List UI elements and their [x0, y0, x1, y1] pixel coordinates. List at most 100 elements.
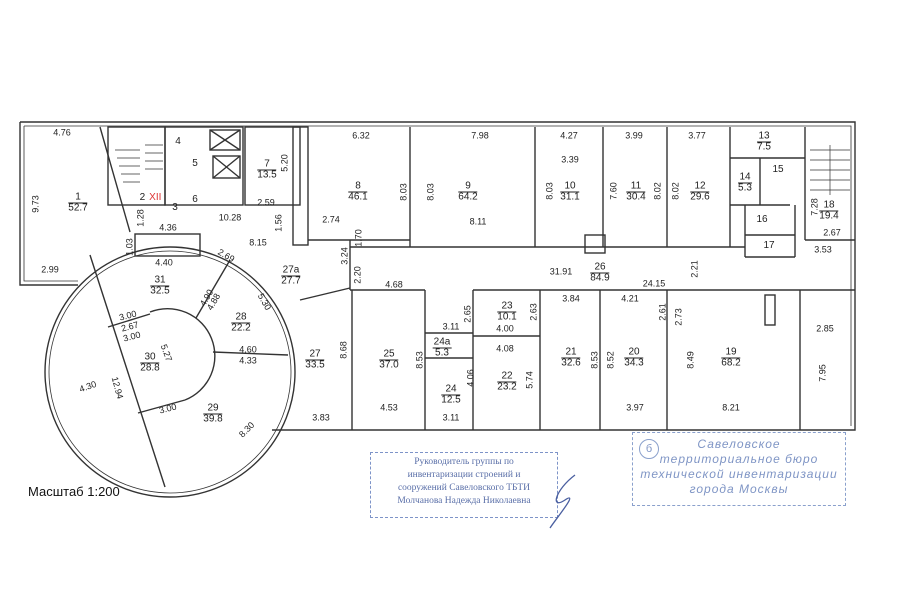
room-number: 7 [257, 159, 277, 171]
dimension-label: 4.08 [496, 343, 514, 354]
dimension-label: 2.59 [257, 197, 275, 208]
stamp-line: инвентаризации строений и [407, 470, 521, 480]
dimension-label: 2.21 [689, 260, 700, 278]
dimension-label: 8.53 [589, 351, 600, 369]
room-label: 15 [771, 165, 784, 175]
room-area: 29.6 [690, 191, 710, 203]
room-area: 10.1 [497, 311, 517, 323]
room-area: 31.1 [560, 191, 580, 203]
room-area: 46.1 [348, 191, 368, 203]
dimension-label: 4.21 [621, 293, 639, 304]
dimension-label: 3.39 [561, 154, 579, 165]
room-area: 5.3 [435, 347, 449, 359]
room-area: 52.7 [68, 202, 88, 214]
dimension-label: 2.61 [657, 303, 668, 321]
dimension-label: 4.68 [385, 279, 403, 290]
room-number: 6 [192, 194, 198, 205]
dimension-label: 8.68 [338, 341, 349, 359]
inventory-group-stamp: Руководитель группы по инвентаризации ст… [370, 452, 558, 518]
dimension-label: 8.15 [249, 237, 267, 248]
room-number: 29 [203, 403, 223, 415]
room-label: 16 [755, 215, 768, 225]
room-area: 33.5 [305, 359, 325, 371]
room-area: 7.5 [757, 141, 771, 153]
room-number: 12 [690, 181, 710, 193]
dimension-label: 5.74 [524, 371, 535, 389]
dimension-label: 3.99 [625, 130, 643, 141]
dimension-label: 2.65 [462, 305, 473, 323]
room-area: 13.5 [257, 169, 277, 181]
stamp-line: Руководитель группы по [414, 457, 514, 467]
dimension-label: 8.03 [398, 183, 409, 201]
dimension-label: 5.20 [279, 154, 290, 172]
room-area: 30.4 [626, 191, 646, 203]
room-area: 39.8 [203, 413, 223, 425]
room-number: 17 [763, 240, 775, 251]
room-area: 5.3 [738, 182, 752, 194]
dimension-label: 8.02 [670, 182, 681, 200]
dimension-label: 8.03 [544, 182, 555, 200]
dimension-label: 2.20 [352, 266, 363, 284]
room-number: 8 [348, 181, 368, 193]
dimension-label: 8.03 [425, 183, 436, 201]
stamp-line: технической инвентаризации [640, 467, 838, 481]
dimension-label: 2.85 [816, 323, 834, 334]
room-label: 5 [191, 159, 199, 169]
dimension-label: 3.53 [814, 244, 832, 255]
dimension-label: 2.99 [41, 264, 59, 275]
dimension-label: 4.00 [496, 323, 514, 334]
room-roman-numeral: XII [149, 192, 162, 203]
room-number: 16 [756, 214, 768, 225]
dimension-label: 4.60 [239, 344, 257, 355]
room-number: 2 [139, 192, 146, 203]
room-number: 18 [819, 200, 839, 212]
stamp-mark: б [639, 439, 659, 459]
room-number: 22 [497, 371, 517, 383]
room-area: 27.7 [281, 275, 301, 287]
room-number: 1 [68, 192, 88, 204]
room-label: 6 [191, 195, 199, 205]
room-area: 23.2 [497, 381, 517, 393]
dimension-label: 1.56 [273, 214, 284, 232]
scale-label: Масштаб 1:200 [28, 484, 120, 499]
room-number: 10 [560, 181, 580, 193]
dimension-label: 8.21 [722, 402, 740, 413]
dimension-label: 4.76 [53, 127, 71, 138]
room-area: 64.2 [458, 191, 478, 203]
room-area: 19.4 [819, 210, 839, 222]
signature [549, 474, 576, 529]
dimension-label: 3.83 [312, 412, 330, 423]
dimension-label: 3.84 [562, 293, 580, 304]
room-number: 4 [175, 136, 181, 147]
room-number: 20 [624, 347, 644, 359]
dimension-label: 2.74 [322, 214, 340, 225]
room-area: 84.9 [590, 272, 610, 284]
outer-wall [20, 121, 856, 431]
dimension-label: 4.06 [465, 369, 476, 387]
stamp-line: сооружений Савеловского ТБТИ [397, 483, 531, 493]
room-number: 19 [721, 347, 741, 359]
dimension-label: 2.67 [823, 227, 841, 238]
dimension-label: 3.11 [442, 412, 460, 423]
room-label: 4 [174, 137, 182, 147]
room-number: 31 [150, 275, 170, 287]
room-area: 32.5 [150, 285, 170, 297]
room-number: 30 [140, 352, 160, 364]
